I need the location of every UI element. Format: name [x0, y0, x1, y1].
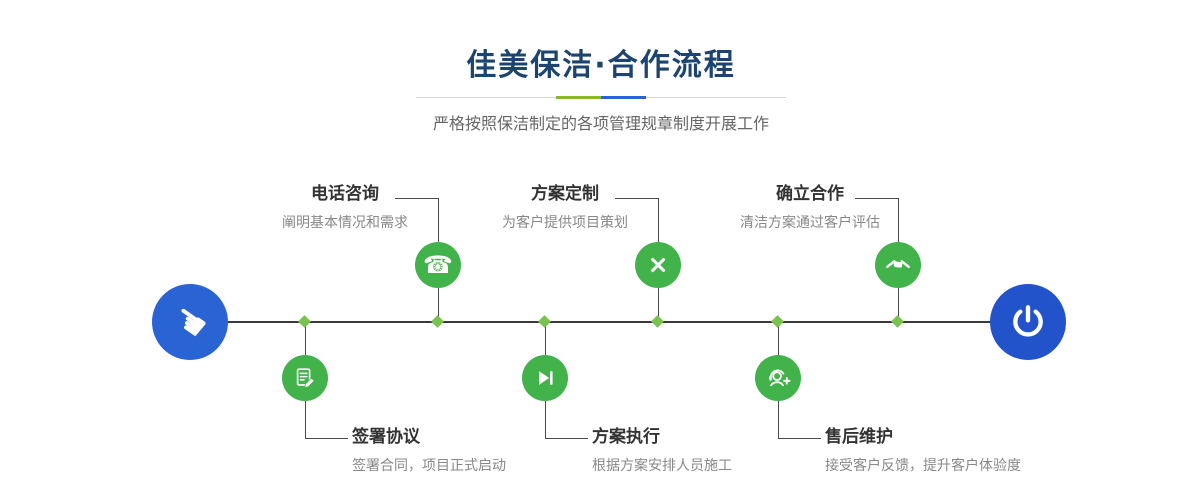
diamond-marker	[891, 315, 904, 328]
connector-service-v	[778, 401, 779, 438]
diamond-marker	[298, 315, 311, 328]
power-icon	[1013, 305, 1043, 337]
page-subtitle: 严格按照保洁制定的各项管理规章制度开展工作	[432, 114, 769, 133]
step-plan-execution-label: 方案执行 根据方案安排人员施工	[592, 427, 732, 475]
connector-service-h	[778, 438, 821, 439]
phone-icon: ☎	[423, 251, 453, 279]
connector-execute-v	[545, 401, 546, 438]
step-title: 方案定制	[531, 184, 599, 204]
end-node	[990, 284, 1066, 360]
connector-sign-drop	[305, 322, 306, 355]
step-desc: 接受客户反馈，提升客户体验度	[825, 458, 1021, 474]
play-next-icon	[539, 371, 553, 385]
connector-phone-v	[438, 198, 439, 242]
connector-plan-drop	[658, 288, 659, 322]
step-title: 电话咨询	[311, 184, 379, 204]
diamond-marker	[651, 315, 664, 328]
connector-cooperation-h	[855, 198, 898, 199]
connector-phone-h	[395, 198, 438, 199]
step-sign-agreement-circle	[282, 355, 328, 401]
step-confirm-cooperation-circle	[875, 242, 921, 288]
design-tools-icon	[650, 257, 666, 273]
step-desc: 阐明基本情况和需求	[282, 215, 408, 231]
step-desc: 清洁方案通过客户评估	[740, 215, 880, 231]
step-desc: 为客户提供项目策划	[502, 215, 628, 231]
connector-execute-h	[545, 438, 588, 439]
diamond-marker	[538, 315, 551, 328]
step-after-sales-circle	[755, 355, 801, 401]
step-title: 确立合作	[776, 184, 844, 204]
step-desc: 根据方案安排人员施工	[592, 458, 732, 474]
step-phone-consultation-label: 电话咨询 阐明基本情况和需求	[235, 184, 455, 232]
step-title: 售后维护	[825, 427, 893, 447]
diamond-marker	[431, 315, 444, 328]
step-after-sales-label: 售后维护 接受客户反馈，提升客户体验度	[825, 427, 1021, 475]
step-title: 方案执行	[592, 427, 660, 447]
connector-service-drop	[778, 322, 779, 355]
divider-blue-segment	[601, 96, 646, 99]
step-plan-customization-label: 方案定制 为客户提供项目策划	[455, 184, 675, 232]
connector-phone-drop	[438, 288, 439, 322]
connector-sign-h	[305, 438, 348, 439]
hand-pointer-icon: ☚	[163, 294, 217, 350]
connector-cooperation-v	[898, 198, 899, 242]
step-plan-execution-circle	[522, 355, 568, 401]
step-title: 签署协议	[352, 427, 420, 447]
title-divider	[416, 96, 786, 99]
step-confirm-cooperation-label: 确立合作 清洁方案通过客户评估	[700, 184, 920, 232]
connector-execute-drop	[545, 322, 546, 355]
contract-icon	[296, 368, 315, 388]
step-phone-consultation-circle: ☎	[415, 242, 461, 288]
step-sign-agreement-label: 签署协议 签署合同，项目正式启动	[352, 427, 506, 475]
diamond-marker	[771, 315, 784, 328]
step-desc: 签署合同，项目正式启动	[352, 458, 506, 474]
step-plan-customization-circle	[635, 242, 681, 288]
divider-green-segment	[556, 96, 601, 99]
page-title: 佳美保洁·合作流程	[466, 48, 736, 83]
connector-plan-v	[658, 198, 659, 242]
start-node: ☚	[152, 284, 228, 360]
connector-sign-v	[305, 401, 306, 438]
timeline-line	[190, 321, 1030, 323]
connector-cooperation-drop	[898, 288, 899, 322]
connector-plan-h	[615, 198, 658, 199]
customer-service-icon	[769, 369, 791, 387]
handshake-icon	[886, 260, 910, 269]
